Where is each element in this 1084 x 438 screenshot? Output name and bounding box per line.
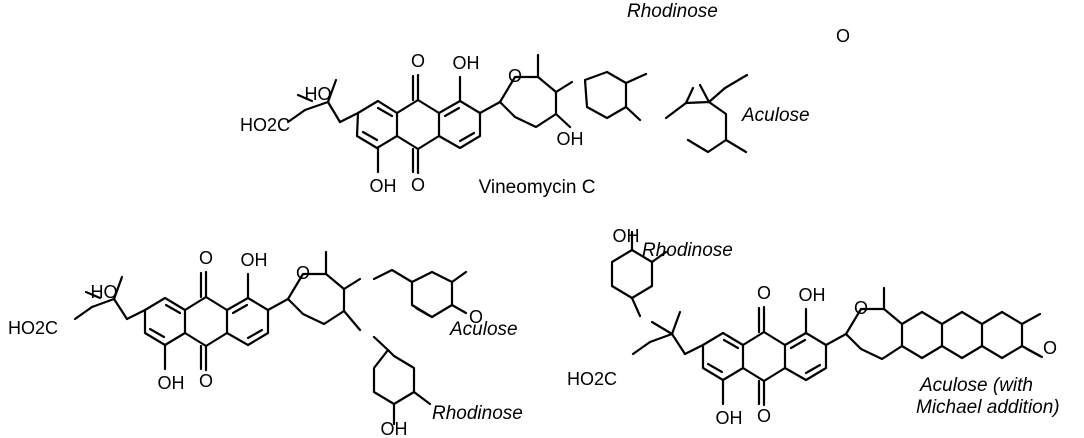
sugar-label-aculose: Aculose — [741, 105, 810, 126]
carbonyl-bottom-o: O — [199, 371, 213, 391]
sugar-label-rhodinose: Rhodinose — [432, 403, 523, 424]
oh-bottom-label: OH — [716, 408, 743, 428]
sugar-label-aculose: Aculose (with — [919, 375, 1033, 396]
oh-top-label: OH — [799, 285, 826, 305]
bond-lines — [73, 250, 468, 426]
ring-o-label: O — [296, 263, 310, 283]
bond-lines — [610, 230, 1044, 407]
atom-labels: HO2C HO O O OH OH OH O O Rhodinose Aculo… — [240, 1, 850, 196]
acid-label: HO2C — [240, 115, 290, 135]
oh-bottom-label: OH — [370, 176, 397, 196]
sugar-label-rhodinose: Rhodinose — [642, 240, 733, 261]
carbonyl-bottom-o: O — [757, 406, 771, 426]
atom-labels: HO2C HO O O OH OH OH O O Aculose Rhodino… — [8, 248, 523, 438]
compound-3: HO2C O O OH OH OH O O Rhodinose Aculose … — [567, 226, 1060, 428]
carbonyl-top-o: O — [411, 51, 425, 71]
compound-vineomycin-c: HO2C HO O O OH OH OH O O Rhodinose Aculo… — [240, 1, 850, 198]
hydroxy-label: HO — [91, 282, 118, 302]
ketone-o: O — [1043, 338, 1057, 358]
oh-top-label: OH — [241, 250, 268, 270]
carbonyl-bottom-o: O — [411, 175, 425, 195]
oh-sugar-label: OH — [613, 226, 640, 246]
ketone-o: O — [469, 307, 483, 327]
hydroxy-label: HO — [305, 84, 332, 104]
oh-sugar-label: OH — [381, 419, 408, 438]
oh-sugar-label: OH — [557, 129, 584, 149]
ring-o-label: O — [854, 298, 868, 318]
compound-2: HO2C HO O O OH OH OH O O Aculose Rhodino… — [8, 248, 523, 438]
sugar-label-michael-addition: Michael addition) — [916, 397, 1060, 418]
bond-lines — [286, 53, 749, 175]
atom-labels: HO2C O O OH OH OH O O Rhodinose Aculose … — [567, 226, 1060, 428]
carbonyl-top-o: O — [199, 248, 213, 268]
ketone-o: O — [836, 26, 850, 46]
oh-bottom-label: OH — [158, 373, 185, 393]
sugar-label-rhodinose: Rhodinose — [627, 1, 718, 22]
acid-label: HO2C — [8, 318, 58, 338]
acid-label: HO2C — [567, 369, 617, 389]
oh-top-label: OH — [453, 53, 480, 73]
carbonyl-top-o: O — [757, 283, 771, 303]
compound-name-caption: Vineomycin C — [479, 177, 596, 198]
sugar-label-aculose: Aculose — [449, 319, 518, 340]
ring-o-label: O — [508, 66, 522, 86]
